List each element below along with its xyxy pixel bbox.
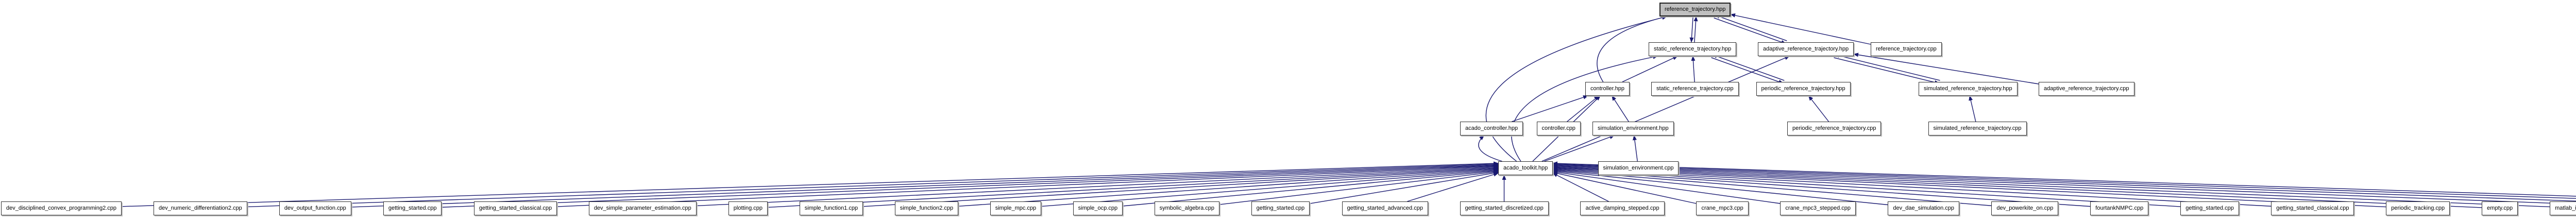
graph-node-b26[interactable]: matlab_integrator_ode.cpp — [2550, 201, 2576, 215]
graph-node-ref-hpp[interactable]: reference_trajectory.hpp — [1659, 3, 1731, 16]
graph-node-b12[interactable]: symbolic_algebra.cpp — [1154, 201, 1219, 215]
graph-node-b05[interactable]: getting_started_classical.cpp — [473, 201, 557, 215]
edge-b10-to-acado-toolkit-hpp — [1041, 168, 1499, 207]
edge-acado-toolkit-hpp-to-static-hpp — [1511, 55, 1658, 162]
edge-b05-to-acado-toolkit-hpp — [556, 164, 1499, 207]
edge-adaptive-hpp-to-simulated-hpp — [1834, 57, 1940, 84]
edge-b16-to-acado-toolkit-hpp — [1552, 173, 1609, 202]
edge-b30-to-acado-toolkit-hpp — [1552, 161, 2576, 197]
graph-node-b22[interactable]: getting_started.cpp — [2180, 201, 2239, 215]
graph-node-b03[interactable]: dev_output_function.cpp — [279, 201, 351, 215]
graph-node-static-cpp[interactable]: static_reference_trajectory.cpp — [1651, 82, 1739, 96]
edge-b25-to-acado-toolkit-hpp — [1552, 165, 2482, 208]
graph-node-b09[interactable]: simple_function2.cpp — [894, 201, 959, 215]
graph-node-b19[interactable]: dev_dae_simulation.cpp — [1888, 201, 1960, 215]
edge-b27-to-acado-toolkit-hpp — [1552, 163, 2576, 205]
graph-node-adaptive-hpp[interactable]: adaptive_reference_trajectory.hpp — [1758, 42, 1854, 56]
edge-b11-to-acado-toolkit-hpp — [1122, 169, 1499, 207]
edge-b13-to-acado-toolkit-hpp — [1310, 171, 1499, 204]
edge-simulated-hpp-to-adaptive-hpp — [1834, 54, 1940, 81]
edge-acado-toolkit-hpp-to-acado-controller-hpp — [1478, 135, 1502, 162]
graph-node-b23[interactable]: getting_started_classical.cpp — [2271, 201, 2354, 215]
edge-static-hpp-to-periodic-hpp — [1711, 57, 1784, 84]
edge-acado-toolkit-hpp-to-ref-hpp — [1485, 15, 1668, 162]
edge-b01-to-acado-toolkit-hpp — [121, 161, 1499, 207]
graph-node-controller-cpp[interactable]: controller.cpp — [1536, 122, 1581, 136]
edge-b18-to-acado-toolkit-hpp — [1552, 170, 1781, 204]
graph-node-b01[interactable]: dev_disciplined_convex_programming2.cpp — [1, 201, 122, 215]
graph-node-ref-cpp[interactable]: reference_trajectory.cpp — [1871, 42, 1942, 56]
edge-b17-to-acado-toolkit-hpp — [1552, 171, 1697, 204]
edge-static-cpp-to-static-hpp — [1691, 56, 1696, 82]
edge-acado-toolkit-hpp-to-adaptive-hpp — [1541, 56, 1790, 162]
edge-b03-to-acado-toolkit-hpp — [351, 163, 1499, 208]
graph-node-b15[interactable]: getting_started_discretized.cpp — [1460, 201, 1549, 215]
edge-b26-to-acado-toolkit-hpp — [1552, 164, 2550, 208]
edge-b24-to-acado-toolkit-hpp — [1552, 165, 2386, 208]
graph-node-b08[interactable]: simple_function1.cpp — [799, 201, 863, 215]
edge-ref-cpp-to-ref-hpp — [1730, 13, 1871, 45]
edge-b12-to-acado-toolkit-hpp — [1219, 170, 1499, 205]
edge-b14-to-acado-toolkit-hpp — [1407, 172, 1499, 202]
edge-acado-controller-hpp-to-controller-hpp — [1512, 95, 1588, 122]
edge-b19-to-acado-toolkit-hpp — [1552, 169, 1888, 206]
edge-b21-to-acado-toolkit-hpp — [1552, 167, 2091, 207]
graph-node-b04[interactable]: getting_started.cpp — [383, 201, 442, 215]
edge-controller-hpp-to-ref-hpp — [1597, 15, 1668, 82]
edge-b08-to-acado-toolkit-hpp — [862, 166, 1499, 207]
graph-node-b16[interactable]: active_damping_stepped.cpp — [1580, 201, 1665, 215]
graph-node-b17[interactable]: crane_mpc3.cpp — [1696, 201, 1749, 215]
graph-node-b24[interactable]: periodic_tracking.cpp — [2386, 201, 2450, 215]
edge-ref-hpp-to-adaptive-hpp — [1714, 18, 1787, 44]
graph-node-periodic-hpp[interactable]: periodic_reference_trajectory.hpp — [1756, 82, 1851, 96]
edge-adaptive-hpp-to-ref-hpp — [1714, 14, 1787, 41]
graph-node-sim-env-hpp[interactable]: simulation_environment.hpp — [1592, 122, 1674, 136]
graph-node-static-hpp[interactable]: static_reference_trajectory.hpp — [1649, 42, 1737, 56]
edge-b04-to-acado-toolkit-hpp — [442, 163, 1499, 208]
edge-static-hpp-to-ref-hpp — [1693, 16, 1698, 43]
edge-simulated-cpp-to-simulated-hpp — [1969, 95, 1976, 122]
edge-b28-to-acado-toolkit-hpp — [1552, 163, 2576, 201]
graph-node-b20[interactable]: dev_powerkite_on.cpp — [1991, 201, 2059, 215]
edge-ref-hpp-to-static-hpp — [1689, 16, 1694, 43]
graph-node-b07[interactable]: plotting.cpp — [728, 201, 768, 215]
edge-sim-env-hpp-to-controller-hpp — [1612, 95, 1629, 122]
edge-b22-to-acado-toolkit-hpp — [1552, 167, 2181, 207]
edge-periodic-hpp-to-static-hpp — [1711, 54, 1785, 81]
edge-periodic-cpp-to-periodic-hpp — [1808, 95, 1829, 122]
edge-b09-to-acado-toolkit-hpp — [958, 167, 1499, 207]
edge-b29-to-acado-toolkit-hpp — [1552, 162, 2576, 199]
graph-node-simulated-cpp[interactable]: simulated_reference_trajectory.cpp — [1928, 122, 2027, 136]
graph-node-b13[interactable]: getting_started.cpp — [1251, 201, 1310, 215]
graph-node-b18[interactable]: crane_mpc3_stepped.cpp — [1780, 201, 1856, 215]
graph-node-b10[interactable]: simple_mpc.cpp — [990, 201, 1042, 215]
edge-sim-env-cpp-to-sim-env-hpp — [1632, 135, 1638, 162]
edge-controller-cpp-to-controller-hpp — [1567, 95, 1600, 122]
graph-node-b06[interactable]: dev_simple_parameter_estimation.cpp — [588, 201, 697, 215]
edge-acado-toolkit-hpp-to-sim-env-hpp — [1544, 135, 1615, 162]
graph-node-controller-hpp[interactable]: controller.hpp — [1585, 82, 1630, 96]
graph-node-acado-controller-hpp[interactable]: acado_controller.hpp — [1460, 122, 1523, 136]
edge-adaptive-cpp-to-adaptive-hpp — [1853, 53, 2039, 84]
graph-node-periodic-cpp[interactable]: periodic_reference_trajectory.cpp — [1787, 122, 1882, 136]
graph-node-adaptive-cpp[interactable]: adaptive_reference_trajectory.cpp — [2039, 82, 2134, 96]
graph-node-acado-toolkit-hpp[interactable]: acado_toolkit.hpp — [1498, 161, 1553, 175]
graph-node-b02[interactable]: dev_numeric_differentiation2.cpp — [153, 201, 247, 215]
graph-node-b11[interactable]: simple_ocp.cpp — [1073, 201, 1123, 215]
edge-b20-to-acado-toolkit-hpp — [1552, 168, 1992, 206]
graph-node-sim-env-cpp[interactable]: simulation_environment.cpp — [1598, 161, 1679, 175]
graph-node-b25[interactable]: empty.cpp — [2482, 201, 2518, 215]
edges — [121, 13, 2576, 208]
edge-b06-to-acado-toolkit-hpp — [696, 165, 1499, 207]
edge-b07-to-acado-toolkit-hpp — [767, 166, 1499, 208]
edge-b02-to-acado-toolkit-hpp — [247, 162, 1499, 208]
graph-node-b21[interactable]: fourtankNMPC.cpp — [2090, 201, 2149, 215]
edge-controller-hpp-to-static-hpp — [1622, 56, 1678, 82]
graph-node-b14[interactable]: getting_started_advanced.cpp — [1342, 201, 1428, 215]
graph-node-simulated-hpp[interactable]: simulated_reference_trajectory.hpp — [1919, 82, 2018, 96]
